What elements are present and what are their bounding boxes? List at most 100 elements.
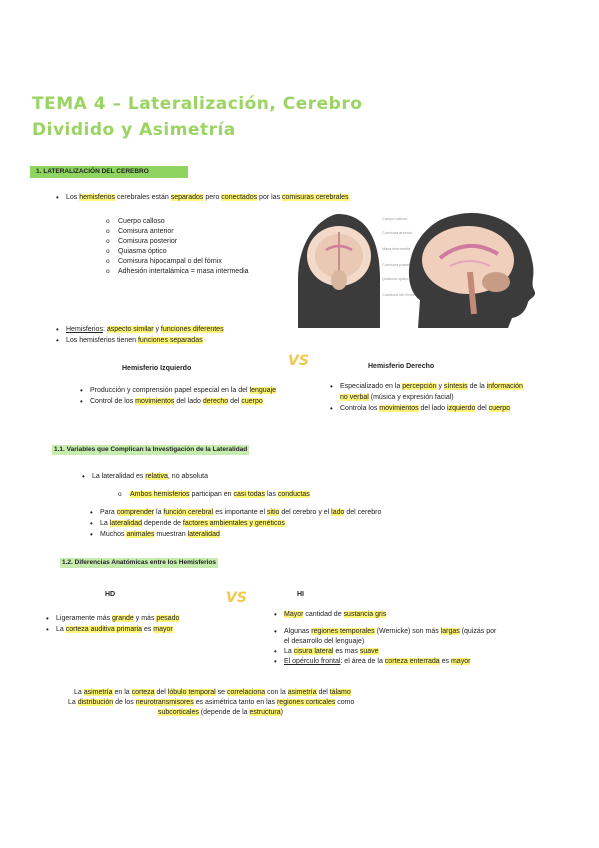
figure-label: Cuerpo calloso (382, 217, 407, 221)
seg: depende de (142, 520, 183, 527)
seg-hl: lateralidad (187, 531, 220, 538)
separate-functions-bullet: Los hemisferios tienen funciones separad… (56, 336, 203, 346)
seg-hl: estructura (249, 709, 281, 716)
seg: (quizás por (459, 628, 497, 635)
seg: en la (112, 689, 132, 696)
seg: es (142, 626, 154, 633)
section-heading-1: 1. LATERALIZACIÓN DEL CEREBRO (30, 166, 188, 178)
seg: Producción y comprensión papel especial … (90, 387, 250, 394)
list-item: Adhesión intertalámica = masa intermedia (106, 267, 249, 277)
vs-icon: VS (226, 590, 247, 606)
seg-hl: cuerpo (488, 405, 511, 412)
seg: La (74, 689, 84, 696)
seg: del lado (174, 398, 203, 405)
seg: (Wernicke) son más (374, 628, 441, 635)
seg: , no absoluta (167, 473, 208, 480)
seg: de los (113, 699, 136, 706)
seg-hl: lado (331, 509, 345, 516)
seg: La (68, 699, 78, 706)
figure-label: Quiasma óptico (382, 277, 408, 281)
seg-hl: no verbal (340, 394, 369, 401)
section-heading-1-1: 1.1. Variables que Complican la Investig… (52, 445, 250, 455)
seg-hl: mayor (153, 626, 173, 633)
seg: cantidad de (303, 611, 344, 618)
seg-hl: lenguaje (249, 387, 277, 394)
seg-hl: Mayor (284, 611, 304, 618)
figure-label: Comisura posterior (382, 263, 415, 267)
seg-hl: regiones temporales (311, 628, 375, 635)
seg: (música y expresión facial) (368, 394, 454, 401)
list-item: Comisura anterior (106, 227, 249, 237)
seg: del (316, 689, 330, 696)
seg: Controla los (340, 405, 380, 412)
seg: Ligeramente más (56, 615, 113, 622)
seg: Hemisferios (66, 326, 103, 333)
seg-hl: pesado (156, 615, 180, 622)
figure-label: Comisura anterior (382, 231, 413, 235)
hi-title: HI (297, 591, 304, 598)
closing-line-2: La distribución de los neurotransmisores… (68, 698, 354, 708)
seg-hl: asimetría (287, 689, 317, 696)
hi-bullet-4: El opérculo frontal: el área de la corte… (274, 657, 471, 667)
seg: pero (203, 194, 222, 201)
seg-hl: correlaciona (226, 689, 266, 696)
seg-hl: conectados (221, 194, 258, 201)
seg: es asimétrica tanto en las (193, 699, 277, 706)
seg-hl: separados (170, 194, 204, 201)
seg-hl: casi todas (233, 491, 266, 498)
comprehend-bullet: Para comprender la función cerebral es i… (90, 508, 382, 518)
seg-hl: regiones corticales (276, 699, 336, 706)
list-item: Cuerpo calloso (106, 217, 249, 227)
right-bullet-2: Controla los movimientos del lado izquie… (330, 404, 511, 414)
seg: del lado (418, 405, 448, 412)
seg: del cerebro y el (279, 509, 332, 516)
seg-hl: funciones diferentes (160, 326, 224, 333)
hi-bullet-1: Mayor cantidad de sustancia gris (274, 610, 387, 620)
seg-hl: comprender (116, 509, 155, 516)
seg-hl: sustancia gris (343, 611, 387, 618)
list-item: Comisura posterior (106, 237, 249, 247)
seg-hl: Ambos hemisferios (130, 491, 190, 498)
seg: cerebrales están (115, 194, 171, 201)
closing-line-3: subcorticales (depende de la estructura) (158, 708, 283, 718)
page-title-line2: Dividido y Asimetría (32, 120, 236, 140)
seg: El opérculo frontal (284, 658, 341, 665)
relative-bullet: La lateralidad es relativa, no absoluta (82, 472, 208, 482)
seg-hl: derecho (202, 398, 229, 405)
seg: muestran (154, 531, 188, 538)
left-bullet-1: Producción y comprensión papel especial … (80, 386, 277, 396)
hi-bullet-2-cont: el desarrollo del lenguaje) (284, 638, 365, 645)
seg: Muchos (100, 531, 127, 538)
seg: ) (280, 709, 283, 716)
seg-hl: sitio (266, 509, 280, 516)
seg-hl: izquierdo (447, 405, 476, 412)
seg: La (56, 626, 66, 633)
hi-bullet-3: La cisura lateral es mas suave (274, 647, 379, 657)
seg: participan en (189, 491, 234, 498)
seg: Especializado en la (340, 383, 403, 390)
hemispheres-bullet: Hemisferios: aspecto similar y funciones… (56, 325, 224, 335)
right-bullet-1: Especializado en la percepción y síntesi… (330, 382, 523, 392)
hd-bullet-1: Ligeramente más grande y más pesado (46, 614, 180, 624)
animals-bullet: Muchos animales muestran lateralidad (90, 530, 220, 540)
seg: por las (257, 194, 283, 201)
left-bullet-2: Control de los movimientos del lado dere… (80, 397, 263, 407)
seg: Los hemisferios tienen (66, 337, 138, 344)
seg-hl: neurotransmisores (135, 699, 194, 706)
seg-hl: movimientos (379, 405, 419, 412)
seg-hl: animales (126, 531, 155, 538)
seg: (depende de la (198, 709, 250, 716)
commissure-list: Cuerpo calloso Comisura anterior Comisur… (106, 217, 249, 277)
seg-hl: información (486, 383, 523, 390)
seg: la (154, 509, 164, 516)
seg: del cerebro (344, 509, 382, 516)
figure-label: Comisura del fórnix (382, 293, 415, 297)
lateralidad-bullet: La lateralidad depende de factores ambie… (90, 519, 285, 529)
seg-hl: mayor (450, 658, 471, 665)
seg-hl: grande (112, 615, 134, 622)
seg-hl: corteza (131, 689, 155, 696)
seg-hl: lateralidad (109, 520, 143, 527)
seg-hl: función cerebral (163, 509, 214, 516)
seg: : (102, 326, 107, 333)
seg: y (436, 383, 444, 390)
